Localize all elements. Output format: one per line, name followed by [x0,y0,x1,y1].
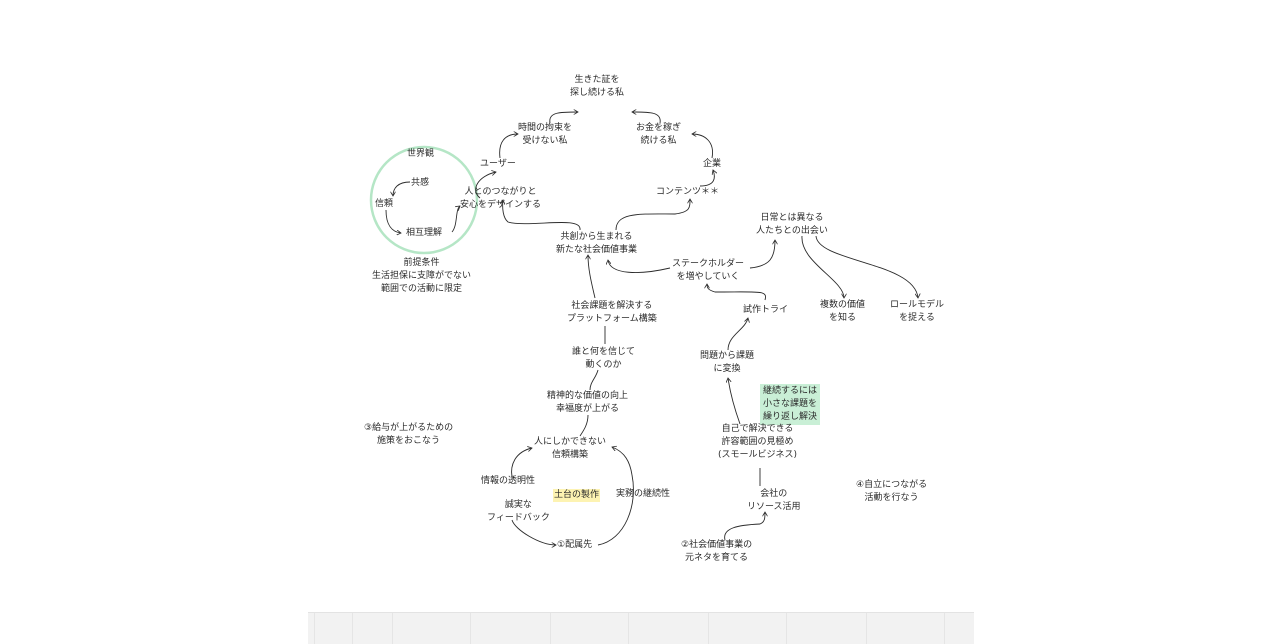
node-onlyhuman: 人にしかできない 信頼構築 [534,437,607,460]
connector [699,170,714,187]
node-assign: ①配属先 [557,540,593,550]
node-contents: コンテンツ＊＊ [656,187,720,197]
strip-divider [944,613,945,644]
node-trial: 試作トライ [743,305,789,315]
connector [707,284,767,301]
node-empathy: 共感 [411,178,430,188]
node-top: 生きた証を 探し続ける私 [570,75,625,98]
node-practice: 実務の継続性 [616,489,671,499]
node-premise: 前提条件 生活担保に支障がでない 範囲での活動に限定 [372,258,472,294]
node-worldview: 世界観 [407,149,435,159]
node-salary: ③給与が上がるための 施策をおこなう [364,423,454,446]
strip-divider [470,613,471,644]
node-trust: 信頼 [375,199,394,209]
connector [588,255,596,299]
strip-divider [352,613,353,644]
node-multivalue: 複数の価値 を知る [820,300,866,323]
connector [511,448,532,478]
node-selfsolve: 自己で解決できる 許容範囲の見極め (スモールビジネス) [718,424,798,460]
connector [615,199,690,231]
node-rolemodel: ロールモデル を捉える [890,300,945,323]
connector [728,378,741,425]
connector [815,235,918,298]
node-encounter: 日常とは異なる 人たちとの出会い [756,213,828,236]
connector [801,235,844,298]
node-spiritual: 精神的な価値の向上 幸福度が上がる [547,391,629,414]
connector [511,519,556,545]
connector [475,172,496,199]
node-transparency: 情報の透明性 [481,476,536,486]
node-whom: 誰と何を信じて 動くのか [572,347,636,370]
node-seed: ②社会価値事業の 元ネタを育てる [681,540,753,563]
node-independent: ④自立につながる 活動を行なう [856,480,928,503]
worldview-circle [369,145,479,255]
node-problem: 問題から課題 に変換 [700,351,755,374]
node-mutual: 相互理解 [406,228,443,238]
node-money: お金を稼ぎ 続ける私 [636,123,682,146]
bottom-panel [308,612,974,644]
connector [597,447,634,546]
strip-divider [550,613,551,644]
strip-divider [314,613,315,644]
node-people: 人とのつながりと 安心をデザインする [460,187,542,210]
connector [503,200,581,231]
strip-divider [708,613,709,644]
strip-divider [392,613,393,644]
node-stakeholder: ステークホルダー を増やしていく [672,259,745,282]
node-platform: 社会課題を解決する プラットフォーム構築 [567,301,657,324]
node-foundation: 土台の製作 [553,489,601,502]
connector [549,112,578,124]
connector [724,512,765,541]
node-resources: 会社の リソース活用 [747,489,801,512]
connector [727,318,748,351]
connector [589,369,599,391]
strip-divider [866,613,867,644]
node-cocreate: 共創から生まれる 新たな社会価値事業 [556,232,638,255]
connector [608,260,671,273]
connector [692,134,713,159]
connector [579,414,589,437]
connector [451,206,460,233]
strip-divider [786,613,787,644]
strip-divider [628,613,629,644]
node-user: ユーザー [480,159,516,169]
connector [749,240,775,269]
connector [632,112,661,124]
node-sincere: 誠実な フィードバック [487,500,550,523]
note-continue: 継続するには 小さな課題を 繰り返し解決 [760,384,821,425]
connector [385,209,401,233]
node-company: 企業 [703,159,722,169]
node-time: 時間の拘束を 受けない私 [518,123,573,146]
connector [393,181,411,196]
connector [499,134,518,159]
